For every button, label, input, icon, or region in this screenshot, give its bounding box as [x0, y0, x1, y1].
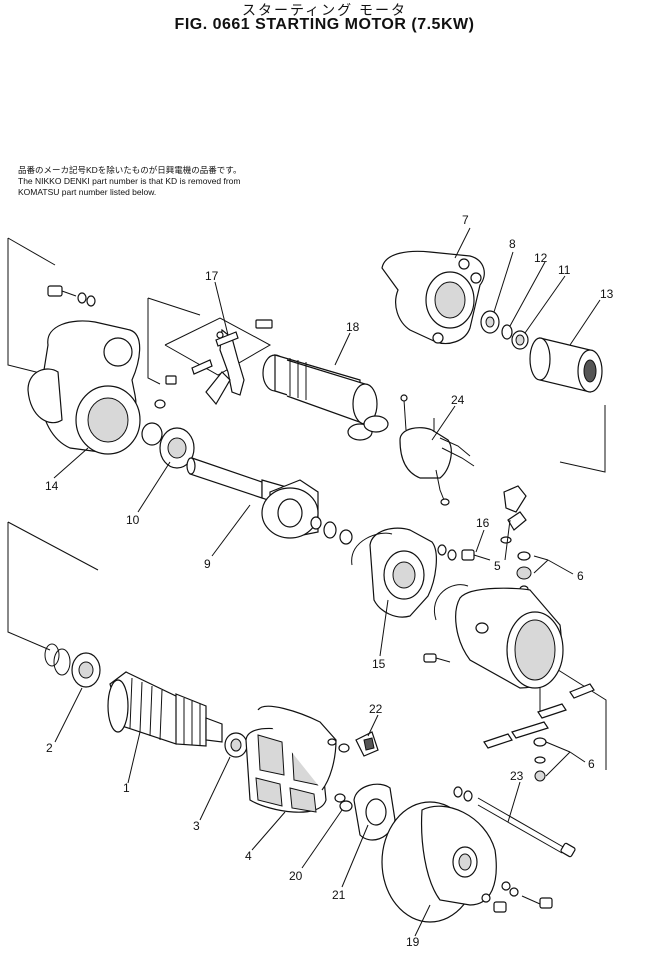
callout-10: 10	[126, 513, 140, 527]
figure-title: FIG. 0661 STARTING MOTOR (7.5KW)	[174, 16, 475, 33]
note-line-2: KOMATSU part number listed below.	[18, 187, 157, 197]
callout-19: 19	[406, 935, 420, 949]
drive-housing-14	[27, 320, 141, 455]
bearing-10	[141, 422, 195, 469]
callout-20: 20	[289, 869, 303, 883]
callout-2: 2	[46, 741, 53, 755]
leader-lines	[53, 227, 601, 937]
bearing-3	[224, 732, 248, 758]
japanese-title: スターティング モータ	[241, 2, 408, 18]
callout-6-bottom: 6	[588, 757, 595, 771]
brush-22	[327, 731, 379, 757]
brush-plates	[483, 683, 595, 749]
part-number-note: 品番のメーカ記号KDを除いたものが日興電機の品番です。 The NIKKO DE…	[18, 165, 241, 198]
callout-1: 1	[123, 781, 130, 795]
washers-16	[437, 544, 491, 561]
armature-1	[107, 671, 223, 747]
callout-3: 3	[193, 819, 200, 833]
small-washer	[154, 399, 166, 409]
terminal-5	[500, 485, 527, 544]
callout-4: 4	[245, 849, 252, 863]
callout-6-top: 6	[577, 569, 584, 583]
callout-9: 9	[204, 557, 211, 571]
guide-lines	[7, 237, 607, 770]
note-japanese: 品番のメーカ記号KDを除いたものが日興電機の品番です。	[18, 165, 242, 175]
callout-11: 11	[558, 263, 571, 277]
bolt-top-left	[47, 285, 96, 307]
callout-24: 24	[451, 393, 465, 407]
callout-21: 21	[332, 888, 346, 902]
callout-22: 22	[369, 702, 383, 716]
yoke-frame	[423, 584, 564, 689]
nut-washers-6-bottom	[533, 737, 547, 782]
callout-14: 14	[45, 479, 59, 493]
pinion-shaft-9	[186, 457, 353, 545]
snap-ring-bearing-2	[44, 643, 101, 688]
callout-16: 16	[476, 516, 490, 530]
callout-18: 18	[346, 320, 360, 334]
callout-13: 13	[600, 287, 614, 301]
ring-12	[501, 324, 513, 340]
rear-cover-19	[381, 801, 553, 923]
callout-17: 17	[205, 269, 219, 283]
callout-15: 15	[372, 657, 386, 671]
pinion-housing-7	[381, 250, 485, 345]
note-line-1: The NIKKO DENKI part number is that KD i…	[18, 176, 241, 186]
bearing-8	[480, 310, 500, 334]
center-bracket-15	[351, 527, 437, 618]
washer-20	[334, 793, 353, 812]
pinion-clutch-13	[529, 337, 603, 393]
callout-labels: 7 8 12 11 13 17 18 24 14 10 9 16 5 6 15 …	[45, 213, 614, 949]
collar-11	[511, 330, 529, 350]
callout-23: 23	[510, 769, 524, 783]
magnetic-switch-18	[262, 354, 389, 441]
callout-5: 5	[494, 559, 501, 573]
through-bolt-23	[453, 786, 576, 858]
nut-washers-6-top	[516, 551, 532, 593]
callout-12: 12	[534, 251, 548, 265]
field-coil-4	[245, 705, 337, 813]
callout-7: 7	[462, 213, 469, 227]
callout-8: 8	[509, 237, 516, 251]
shift-lever-17	[164, 317, 273, 406]
wiring-harness-24	[399, 394, 475, 506]
